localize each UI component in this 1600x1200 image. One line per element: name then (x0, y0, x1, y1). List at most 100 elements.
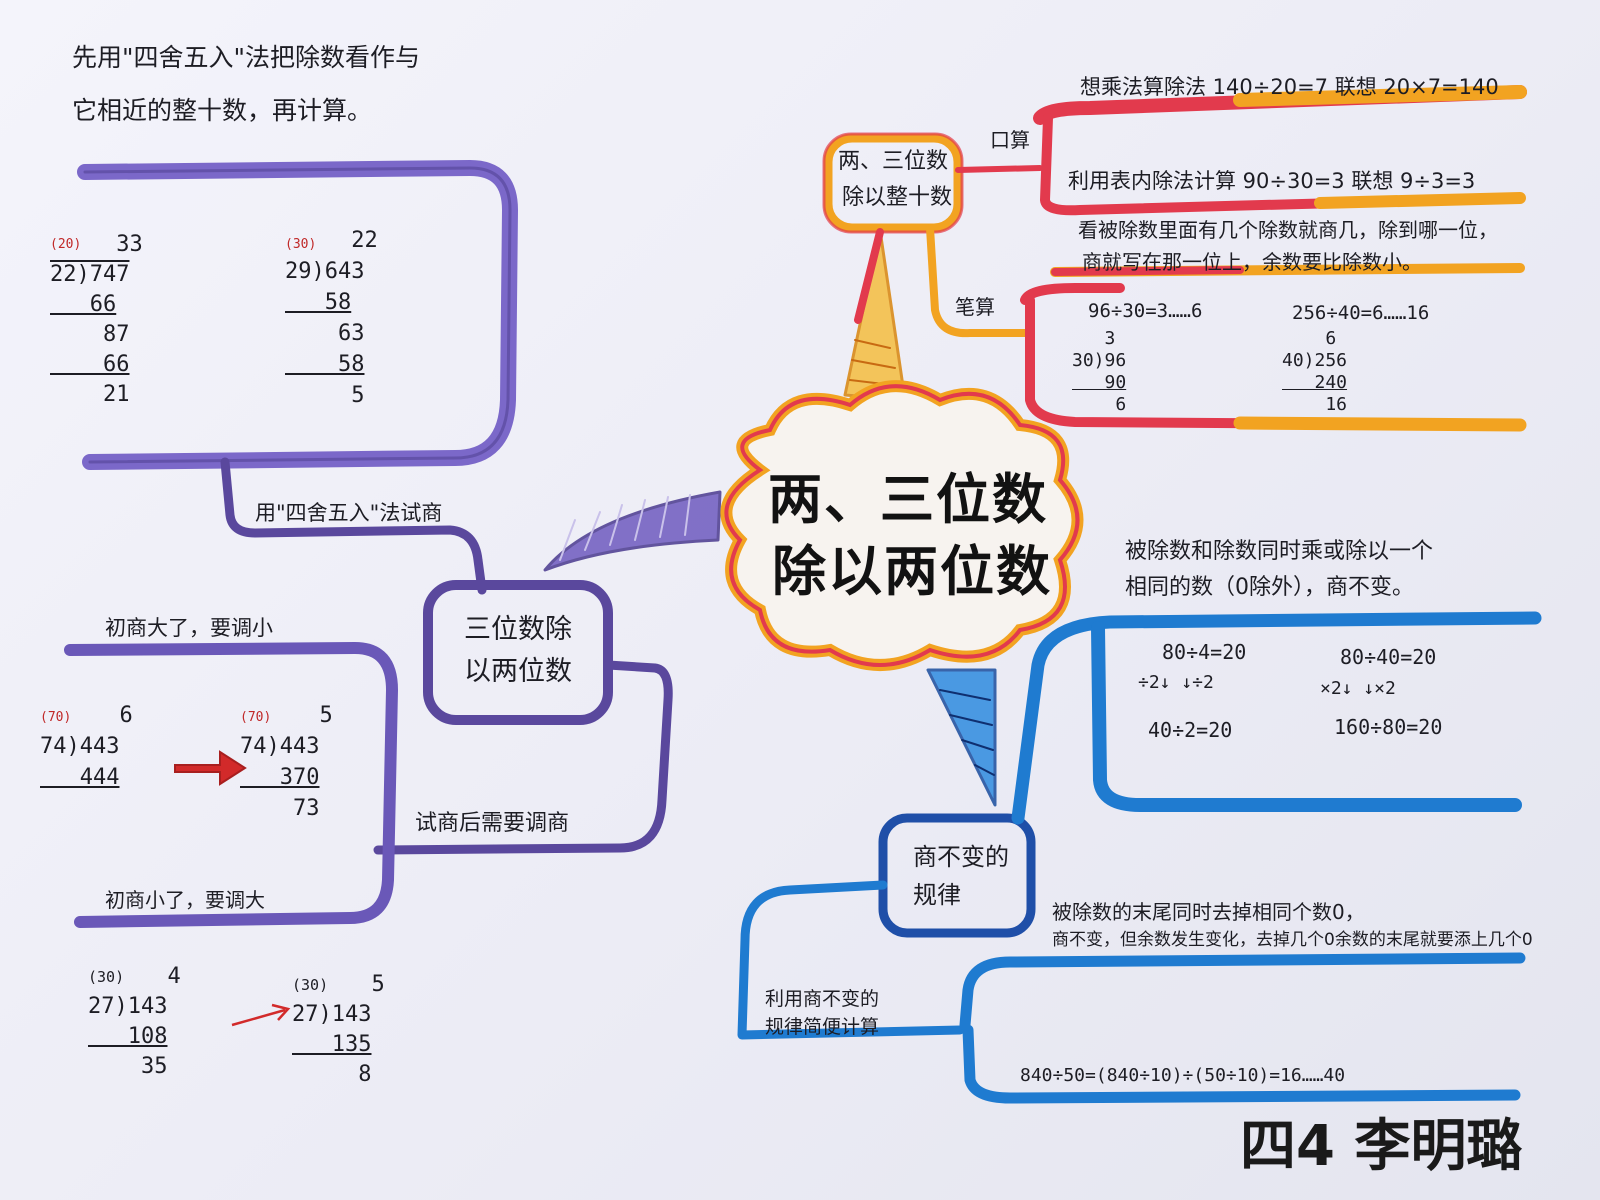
wd2-line1: 40)256 (1282, 350, 1348, 371)
purple-branches (64, 160, 722, 928)
div-f-line2: 135 (292, 1032, 372, 1057)
orange-node-line1: 两、三位数 (838, 149, 949, 174)
center-cloud (720, 380, 1084, 671)
purple-wedge (543, 490, 722, 572)
div-c-line0: 6 (40, 703, 133, 728)
purple-stem-top (220, 457, 487, 595)
written-division-1: 3 30)96 90 6 (1072, 328, 1126, 416)
purple-node-line1: 三位数除 (464, 614, 572, 645)
div-b-line1: 29)643 (285, 259, 365, 284)
div-f-line3: 8 (292, 1062, 372, 1087)
written-division-2: 6 40)256 240 16 (1282, 328, 1347, 416)
orange-node-box (823, 133, 963, 233)
blue-rule-2: 相同的数（0除外），商不变。 (1125, 575, 1414, 600)
purple-node-line2: 以两位数 (464, 656, 572, 687)
too-small-label: 初商小了，要调大 (105, 888, 265, 912)
div-a-line1: 22)747 (50, 262, 130, 287)
div-e-line2: 108 (88, 1024, 168, 1049)
invariance-ex1-ops: ÷2↓ ↓÷2 (1138, 672, 1214, 693)
div-a-line0: 33 (50, 232, 143, 257)
blue-node-box (878, 813, 1036, 938)
division-example-a: (20) 33 22)747 66 87 66 21 (50, 230, 143, 410)
blue-rule-1: 被除数和除数同时乘或除以一个 (1125, 539, 1434, 564)
written-label: 笔算 (955, 295, 995, 319)
invariance-ex2-top: 80÷40=20 (1340, 645, 1437, 669)
purple-stem-right (373, 660, 673, 855)
div-b-line4: 58 (285, 352, 365, 377)
div-e-line3: 35 (88, 1054, 168, 1079)
blue-lower-bracket (959, 952, 1526, 1104)
written-rule-2: 商就写在那一位上，余数要比除数小。 (1082, 250, 1422, 274)
orange-red-branches (822, 85, 1527, 432)
division-example-b: (30) 22 29)643 58 63 58 5 (285, 225, 378, 411)
div-d-line1: 74)443 (240, 734, 320, 759)
written-rule-1: 看被除数里面有几个除数就商几，除到哪一位， (1078, 218, 1498, 242)
author-signature: 四4 李明璐 (1240, 1114, 1523, 1179)
written-eq-1: 96÷30=3……6 (1088, 300, 1203, 322)
div-a-line2: 66 (50, 292, 117, 317)
simplify-rule-2: 商不变，但余数发生变化，去掉几个0余数的末尾就要添上几个0 (1052, 930, 1533, 950)
wd1-line3: 6 (1072, 394, 1127, 415)
div-a-line5: 21 (50, 382, 130, 407)
left-note-line1: 先用"四舍五入"法把除数看作与 (72, 43, 420, 72)
division-example-f: (30) 5 27)143 135 8 (292, 970, 385, 1090)
too-big-label: 初商大了，要调小 (105, 616, 273, 640)
wd1-line2: 90 (1072, 372, 1127, 393)
div-c-line2: 444 (40, 765, 120, 790)
invariance-ex2-bottom: 160÷80=20 (1334, 715, 1443, 739)
simplify-rule-1: 被除数的末尾同时去掉相同个数0， (1052, 900, 1365, 924)
wd2-line3: 16 (1282, 394, 1348, 415)
div-a-line4: 66 (50, 352, 130, 377)
simplify-equation: 840÷50=(840÷10)÷(50÷10)=16……40 (1020, 1065, 1346, 1086)
div-d-line3: 73 (240, 796, 320, 821)
adjust-label: 试商后需要调商 (415, 811, 570, 836)
center-title-line2: 除以两位数 (772, 540, 1052, 603)
estimate-mark-a: (20) (50, 237, 82, 252)
orange-node-line2: 除以整十数 (842, 185, 953, 210)
wd1-line1: 30)96 (1072, 350, 1127, 371)
invariance-ex1-top: 80÷4=20 (1162, 640, 1247, 664)
division-example-d: (70) 5 74)443 370 73 (240, 700, 333, 824)
div-b-line5: 5 (285, 383, 365, 408)
invariance-ex1-bottom: 40÷2=20 (1148, 718, 1233, 742)
div-e-line1: 27)143 (88, 994, 168, 1019)
written-stem (926, 224, 1029, 338)
center-title-line1: 两、三位数 (768, 468, 1048, 531)
div-f-line1: 27)143 (292, 1002, 372, 1027)
invariance-ex2-ops: ×2↓ ↓×2 (1320, 678, 1396, 699)
division-example-e: (30) 4 27)143 108 35 (88, 962, 181, 1082)
estimate-mark-b: (30) (285, 237, 317, 252)
div-e-line0: 4 (88, 964, 181, 989)
simplify-label-1: 利用商不变的 (765, 988, 880, 1010)
oral-label: 口算 (990, 128, 1030, 152)
wd1-line0: 3 (1072, 328, 1116, 349)
div-d-line0: 5 (240, 703, 333, 728)
estimate-mark-d: (70) (240, 710, 272, 725)
written-bracket (1020, 283, 1525, 430)
blue-branches (737, 611, 1542, 1104)
blue-node-line2: 规律 (913, 881, 961, 909)
left-note-line2: 它相近的整十数，再计算。 (72, 96, 373, 125)
red-arrow-small (231, 1008, 286, 1027)
estimate-mark-e: (30) (88, 968, 125, 986)
div-b-line2: 58 (285, 290, 352, 315)
div-d-line2: 370 (240, 765, 320, 790)
blue-node-line1: 商不变的 (913, 843, 1009, 871)
written-eq-2: 256÷40=6……16 (1292, 302, 1430, 324)
div-b-line0: 22 (285, 228, 378, 253)
division-example-c: (70) 6 74)443 444 (40, 700, 133, 793)
estimate-mark-c: (70) (40, 710, 72, 725)
oral-line-1: 想乘法算除法 140÷20=7 联想 20×7=140 (1080, 75, 1499, 99)
blue-lower-stem (737, 880, 965, 1040)
wd2-line0: 6 (1282, 328, 1337, 349)
blue-upper-bracket (1011, 611, 1542, 825)
oral-stem (955, 165, 1043, 173)
oral-bracket (1033, 85, 1527, 125)
oral-line-2: 利用表内除法计算 90÷30=3 联想 9÷3=3 (1068, 169, 1476, 193)
estimate-mark-f: (30) (292, 976, 329, 994)
simplify-label-2: 规律简便计算 (765, 1016, 880, 1038)
red-arrow-big (174, 750, 247, 786)
red-arrows (174, 750, 291, 1027)
trial-label: 用"四舍五入"法试商 (255, 501, 443, 525)
